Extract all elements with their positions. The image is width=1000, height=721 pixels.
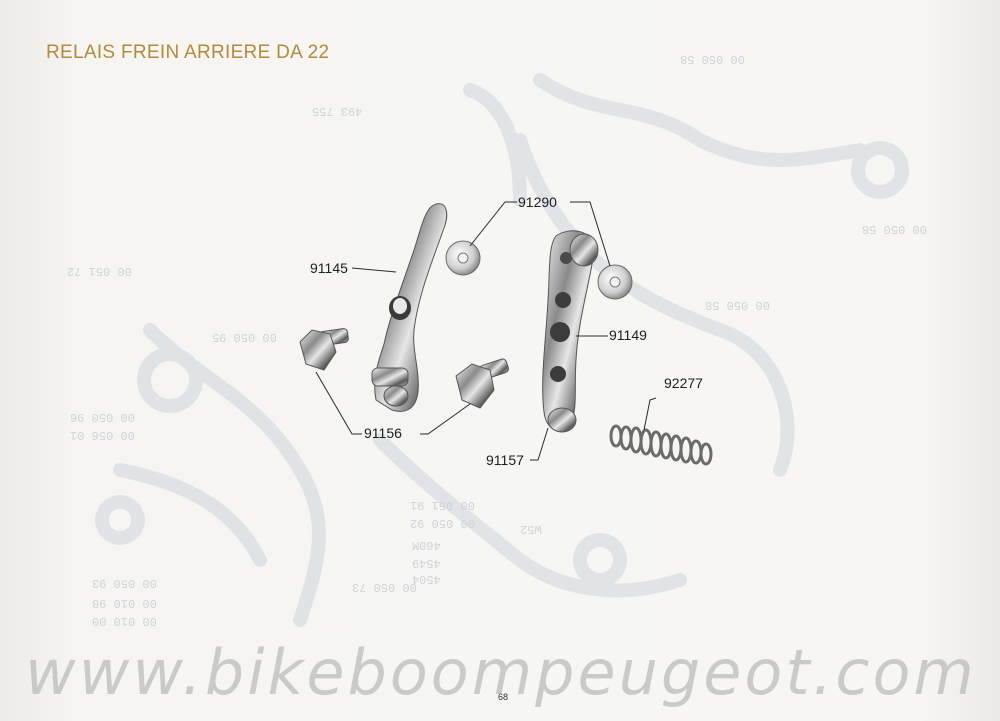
- bolt-91156-left: [299, 328, 349, 371]
- part-label-91156: 91156: [364, 425, 402, 441]
- lever-91145: [371, 203, 448, 412]
- part-label-91290: 91290: [518, 194, 557, 210]
- washer-91290-right: [597, 264, 633, 300]
- page-title: RELAIS FREIN ARRIERE DA 22: [46, 42, 330, 63]
- washer-91290-left: [445, 240, 481, 276]
- part-label-91157: 91157: [486, 452, 524, 468]
- bolt-91156-right: [455, 358, 509, 409]
- plate-91149: [542, 230, 599, 433]
- leader-lines: [315, 201, 657, 461]
- part-label-91145: 91145: [310, 260, 348, 276]
- spring-92277: [609, 424, 713, 466]
- part-label-91149: 91149: [609, 327, 647, 343]
- page-number: 68: [498, 692, 509, 702]
- watermark-url: www.bikeboompeugeot.com: [25, 636, 977, 709]
- part-label-92277: 92277: [664, 375, 703, 391]
